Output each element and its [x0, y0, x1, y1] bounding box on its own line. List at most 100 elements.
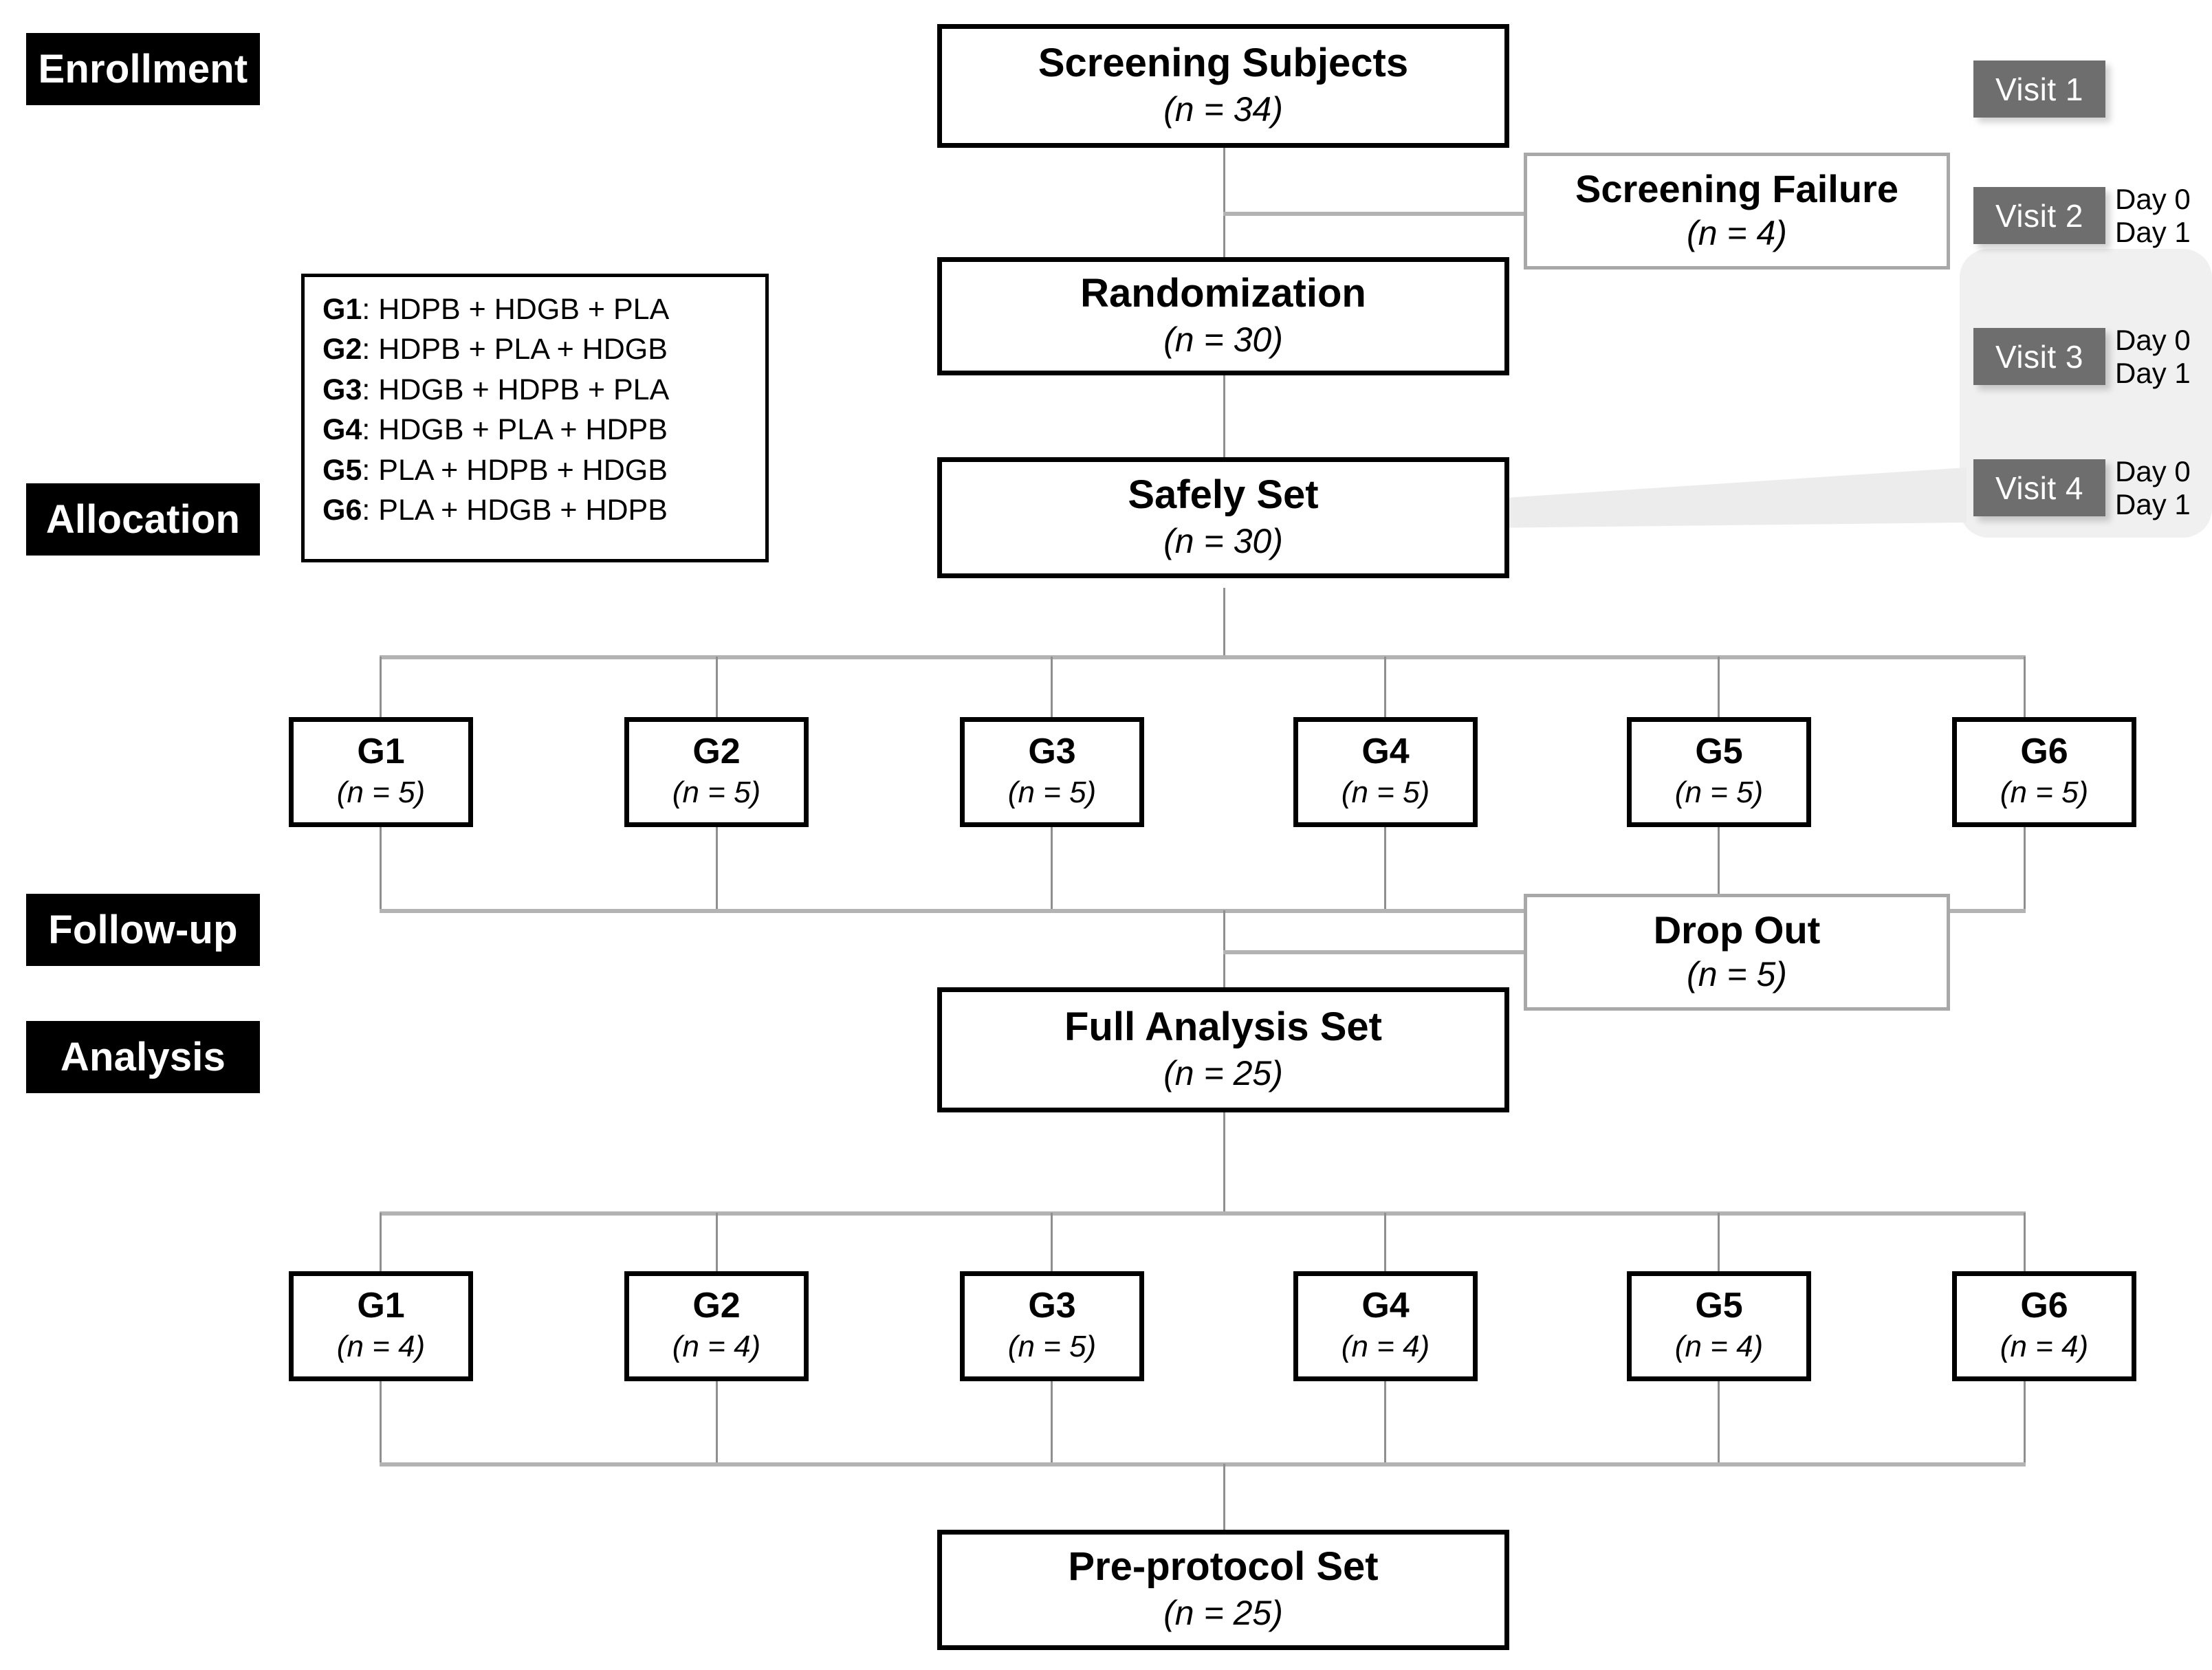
visit-badge-1[interactable]: Visit 1 [1973, 61, 2105, 118]
legend-row-group: G3 [322, 373, 362, 406]
connector-g5-to-merge [1718, 822, 1720, 911]
allocation-bus-line [380, 655, 2026, 659]
alloc-group-box-g1-n: (n = 5) [336, 775, 426, 809]
connector-bus-to-g6-top [2024, 657, 2026, 725]
pp-group-box-g6[interactable]: G6 (n = 4) [1952, 1271, 2136, 1381]
alloc-group-box-g4-label: G4 [1361, 732, 1410, 772]
connector-to-dropout [1223, 950, 1524, 954]
legend-row: G4: HDGB + PLA + HDPB [322, 410, 750, 450]
visit-4-days: Day 0 Day 1 [2115, 455, 2191, 521]
pp-group-box-g5[interactable]: G5 (n = 4) [1627, 1271, 1811, 1381]
alloc-group-box-g5[interactable]: G5 (n = 5) [1627, 717, 1811, 827]
stage-label-analysis-text: Analysis [60, 1034, 226, 1079]
legend-row: G2: HDPB + PLA + HDGB [322, 329, 750, 369]
alloc-group-box-g3-n: (n = 5) [1007, 775, 1097, 809]
connector-pg2-to-merge [716, 1375, 718, 1464]
node-randomization-title: Randomization [1080, 270, 1366, 316]
pp-group-box-g5-label: G5 [1695, 1286, 1743, 1326]
visit-4-day0: Day 0 [2115, 455, 2191, 487]
connector-bus2-to-g3-top [1051, 1213, 1053, 1282]
stage-label-allocation-text: Allocation [45, 496, 241, 542]
visit-2-day0: Day 0 [2115, 183, 2191, 215]
visit-funnel-connector [1485, 468, 1967, 528]
node-screening-failure-n: (n = 4) [1687, 213, 1787, 252]
node-pre-protocol-set-title: Pre-protocol Set [1068, 1544, 1379, 1590]
pp-group-box-g2-label: G2 [692, 1286, 741, 1326]
node-randomization[interactable]: Randomization (n = 30) [937, 257, 1509, 375]
node-drop-out[interactable]: Drop Out (n = 5) [1524, 894, 1950, 1011]
connector-randomization-to-safety [1223, 371, 1225, 459]
visit-badge-2-label: Visit 2 [1995, 197, 2083, 234]
stage-label-allocation: Allocation [26, 483, 260, 556]
pp-group-box-g6-label: G6 [2020, 1286, 2068, 1326]
node-screening-subjects-title: Screening Subjects [1038, 40, 1409, 85]
connector-fas-to-bus2 [1223, 1112, 1225, 1213]
visit-badge-3[interactable]: Visit 3 [1973, 328, 2105, 385]
connector-to-screening-failure [1223, 212, 1524, 216]
connector-bus2-to-g6-top [2024, 1213, 2026, 1282]
node-full-analysis-set-title: Full Analysis Set [1064, 1004, 1382, 1049]
analysis-merge-bus-line [380, 1462, 2026, 1466]
alloc-group-box-g2-label: G2 [692, 732, 741, 772]
connector-g6-to-merge [2024, 822, 2026, 911]
alloc-group-box-g1-label: G1 [357, 732, 405, 772]
legend-row: G6: PLA + HDGB + HDPB [322, 490, 750, 530]
connector-g3-to-merge [1051, 822, 1053, 911]
connector-merge2-to-pps [1223, 1464, 1225, 1532]
connector-pg1-to-merge [380, 1375, 382, 1464]
legend-row-sequence: : PLA + HDPB + HDGB [362, 453, 668, 487]
connector-bus2-to-g4-top [1384, 1213, 1386, 1282]
pp-group-box-g4-n: (n = 4) [1341, 1329, 1430, 1363]
connector-bus-to-g2-top [716, 657, 718, 725]
alloc-group-box-g5-n: (n = 5) [1674, 775, 1764, 809]
visit-badge-4[interactable]: Visit 4 [1973, 459, 2105, 516]
pp-group-box-g1[interactable]: G1 (n = 4) [289, 1271, 473, 1381]
pp-group-box-g4-label: G4 [1361, 1286, 1410, 1326]
connector-bus-to-g4-top [1384, 657, 1386, 725]
pp-group-box-g4[interactable]: G4 (n = 4) [1293, 1271, 1478, 1381]
connector-bus2-to-g1-top [380, 1213, 382, 1282]
connector-pg3-to-merge [1051, 1375, 1053, 1464]
node-safety-set[interactable]: Safely Set (n = 30) [937, 457, 1509, 578]
connector-safety-to-bus [1223, 588, 1225, 659]
allocation-merge-bus-line [380, 909, 2026, 913]
node-pre-protocol-set[interactable]: Pre-protocol Set (n = 25) [937, 1530, 1509, 1650]
connector-g1-to-merge [380, 822, 382, 911]
alloc-group-box-g4[interactable]: G4 (n = 5) [1293, 717, 1478, 827]
pp-group-box-g2-n: (n = 4) [672, 1329, 761, 1363]
node-screening-failure[interactable]: Screening Failure (n = 4) [1524, 153, 1950, 270]
legend-row-group: G5 [322, 453, 362, 487]
alloc-group-box-g3[interactable]: G3 (n = 5) [960, 717, 1144, 827]
pp-group-box-g3[interactable]: G3 (n = 5) [960, 1271, 1144, 1381]
pp-group-box-g2[interactable]: G2 (n = 4) [624, 1271, 809, 1381]
node-pre-protocol-set-n: (n = 25) [1163, 1594, 1283, 1633]
visit-badge-1-label: Visit 1 [1995, 71, 2083, 107]
stage-label-analysis: Analysis [26, 1021, 260, 1093]
node-drop-out-title: Drop Out [1653, 908, 1821, 952]
pp-group-box-g3-label: G3 [1028, 1286, 1076, 1326]
connector-g2-to-merge [716, 822, 718, 911]
node-randomization-n: (n = 30) [1163, 320, 1283, 359]
visit-3-days: Day 0 Day 1 [2115, 324, 2191, 390]
connector-bus2-to-g2-top [716, 1213, 718, 1282]
stage-label-enrollment-text: Enrollment [38, 46, 248, 91]
legend-row-sequence: : HDPB + HDGB + PLA [362, 293, 670, 326]
connector-screening-to-randomization [1223, 146, 1225, 261]
alloc-group-box-g1[interactable]: G1 (n = 5) [289, 717, 473, 827]
connector-bus-to-g3-top [1051, 657, 1053, 725]
legend-row-group: G4 [322, 413, 362, 447]
legend-row-sequence: : PLA + HDGB + HDPB [362, 494, 668, 527]
group-regimen-legend: G1: HDPB + HDGB + PLA G2: HDPB + PLA + H… [301, 274, 769, 562]
visit-badge-4-label: Visit 4 [1995, 470, 2083, 506]
stage-label-followup: Follow-up [26, 894, 260, 966]
connector-pg6-to-merge [2024, 1375, 2026, 1464]
legend-row-sequence: : HDPB + PLA + HDGB [362, 333, 668, 366]
node-screening-subjects[interactable]: Screening Subjects (n = 34) [937, 24, 1509, 148]
visit-badge-2[interactable]: Visit 2 [1973, 187, 2105, 244]
alloc-group-box-g2[interactable]: G2 (n = 5) [624, 717, 809, 827]
alloc-group-box-g6[interactable]: G6 (n = 5) [1952, 717, 2136, 827]
legend-row: G3: HDGB + HDPB + PLA [322, 370, 750, 410]
node-full-analysis-set[interactable]: Full Analysis Set (n = 25) [937, 987, 1509, 1112]
pp-group-box-g1-n: (n = 4) [336, 1329, 426, 1363]
